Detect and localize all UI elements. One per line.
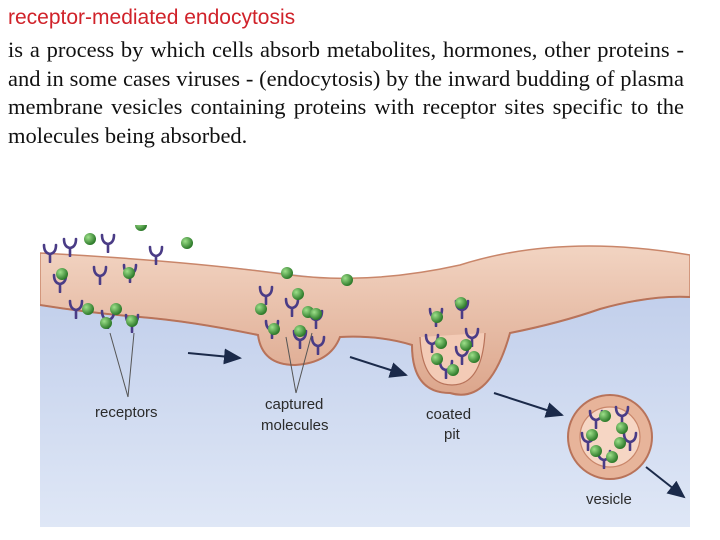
molecule	[84, 233, 96, 245]
molecule	[614, 437, 626, 449]
label-captured-line2: molecules	[261, 417, 329, 434]
molecule-group	[56, 225, 628, 463]
molecule	[292, 288, 304, 300]
molecule	[435, 337, 447, 349]
endocytosis-diagram: receptors captured molecules coated pit …	[40, 225, 690, 527]
molecule	[431, 353, 443, 365]
label-vesicle: vesicle	[586, 491, 632, 508]
molecule	[616, 422, 628, 434]
arrow-3	[493, 392, 564, 418]
molecule	[126, 315, 138, 327]
molecule	[455, 297, 467, 309]
molecule	[82, 303, 94, 315]
callout-captured-2	[295, 332, 313, 394]
label-coated-line2: pit	[444, 426, 461, 443]
molecule	[341, 274, 353, 286]
molecule	[447, 364, 459, 376]
arrow-4	[645, 466, 686, 499]
molecule	[56, 268, 68, 280]
molecule	[100, 317, 112, 329]
molecule	[281, 267, 293, 279]
molecule	[590, 445, 602, 457]
molecule	[460, 339, 472, 351]
molecule	[255, 303, 267, 315]
extracellular-space	[40, 225, 690, 279]
label-coated-line1: coated	[426, 406, 471, 423]
molecule	[268, 323, 280, 335]
callout-receptors-2	[127, 332, 135, 398]
molecule	[599, 410, 611, 422]
callout-receptors-1	[109, 332, 129, 398]
slide-title: receptor-mediated endocytosis	[8, 6, 296, 29]
molecule	[310, 308, 322, 320]
membrane-inner-line	[40, 295, 690, 396]
molecule	[123, 267, 135, 279]
slide-body-text: is a process by which cells absorb metab…	[8, 37, 684, 148]
molecule	[110, 303, 122, 315]
arrow-1	[187, 348, 242, 365]
label-captured-line1: captured	[265, 396, 323, 413]
molecule	[468, 351, 480, 363]
arrow-2	[349, 356, 408, 378]
molecule	[431, 311, 443, 323]
molecule	[135, 225, 147, 231]
molecule	[586, 429, 598, 441]
callout-captured-1	[285, 336, 297, 394]
molecule	[181, 237, 193, 249]
molecule	[606, 451, 618, 463]
label-receptors: receptors	[95, 404, 158, 421]
molecule	[294, 325, 306, 337]
